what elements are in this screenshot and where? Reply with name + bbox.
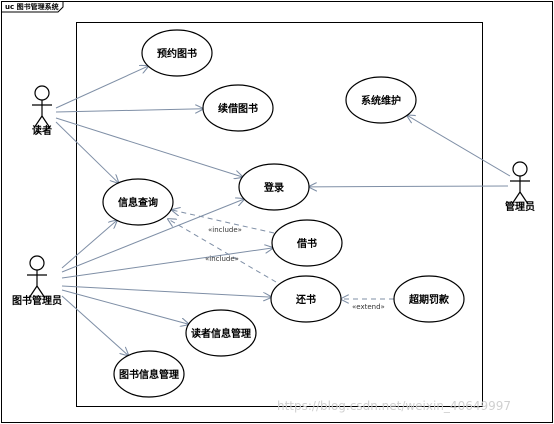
association-reader-login (55, 117, 242, 177)
use-case-ellipse (393, 275, 465, 323)
actor-label: 管理员 (505, 200, 535, 213)
association-reader-renew (55, 109, 203, 112)
actor-admin[interactable]: 管理员 (505, 161, 535, 213)
association-librarian-reader_mgmt (61, 289, 189, 324)
use-case-return[interactable]: 还书 (270, 275, 342, 323)
frame-title: uc 图书管理系统 (5, 2, 59, 11)
association-librarian-book_mgmt (61, 295, 128, 355)
actor-label: 读者 (32, 124, 52, 137)
actor-librarian[interactable]: 图书管理员 (12, 255, 62, 307)
stick-figure-icon (27, 255, 47, 299)
system-boundary (76, 22, 483, 407)
use-case-label: 图书信息管理 (119, 368, 179, 381)
stereotype-label: «include» (208, 226, 242, 234)
use-case-book_mgmt[interactable]: 图书信息管理 (113, 350, 185, 398)
use-case-label: 系统维护 (361, 94, 401, 107)
use-case-ellipse (141, 29, 213, 77)
use-case-label: 信息查询 (118, 196, 158, 209)
stereotype-label: «include» (205, 255, 239, 263)
use-case-label: 超期罚款 (408, 293, 450, 306)
use-case-ellipse (270, 275, 342, 323)
use-case-ellipse (238, 163, 310, 211)
use-case-fine[interactable]: 超期罚款 (393, 275, 465, 323)
frame-tab (1, 1, 64, 13)
association-librarian-return (61, 285, 271, 297)
use-case-ellipse (202, 84, 274, 132)
use-case-label: 登录 (263, 181, 284, 194)
association-reader-reserve (55, 66, 148, 109)
association-librarian-borrow (61, 248, 273, 279)
use-case-label: 借书 (296, 237, 317, 250)
stick-figure-icon (510, 161, 530, 205)
association-admin-maintain (407, 115, 511, 177)
use-case-reserve[interactable]: 预约图书 (141, 29, 213, 77)
use-case-label: 预约图书 (157, 47, 197, 60)
use-case-ellipse (345, 76, 417, 124)
association-reader-query (55, 121, 118, 183)
use-case-ellipse (185, 309, 257, 357)
use-case-label: 还书 (295, 293, 316, 306)
dependency-return-query (168, 219, 277, 283)
actor-label: 图书管理员 (12, 294, 62, 307)
use-case-ellipse (102, 178, 174, 226)
use-case-maintain[interactable]: 系统维护 (345, 76, 417, 124)
use-case-ellipse (271, 219, 343, 267)
actor-reader[interactable]: 读者 (32, 85, 52, 137)
use-case-borrow[interactable]: 借书 (271, 219, 343, 267)
stereotype-label: «extend» (352, 303, 385, 311)
watermark-text: https://blog.csdn.net/weixin_40649997 (277, 399, 511, 413)
use-case-renew[interactable]: 续借图书 (202, 84, 274, 132)
use-case-label: 续借图书 (218, 102, 258, 115)
association-librarian-query (61, 220, 117, 269)
use-case-login[interactable]: 登录 (238, 163, 310, 211)
use-case-ellipse (113, 350, 185, 398)
use-case-label: 读者信息管理 (191, 327, 251, 340)
association-librarian-login (61, 199, 244, 273)
use-case-query[interactable]: 信息查询 (102, 178, 174, 226)
association-admin-login (309, 186, 509, 187)
use-case-reader_mgmt[interactable]: 读者信息管理 (185, 309, 257, 357)
stick-figure-icon (32, 85, 52, 129)
